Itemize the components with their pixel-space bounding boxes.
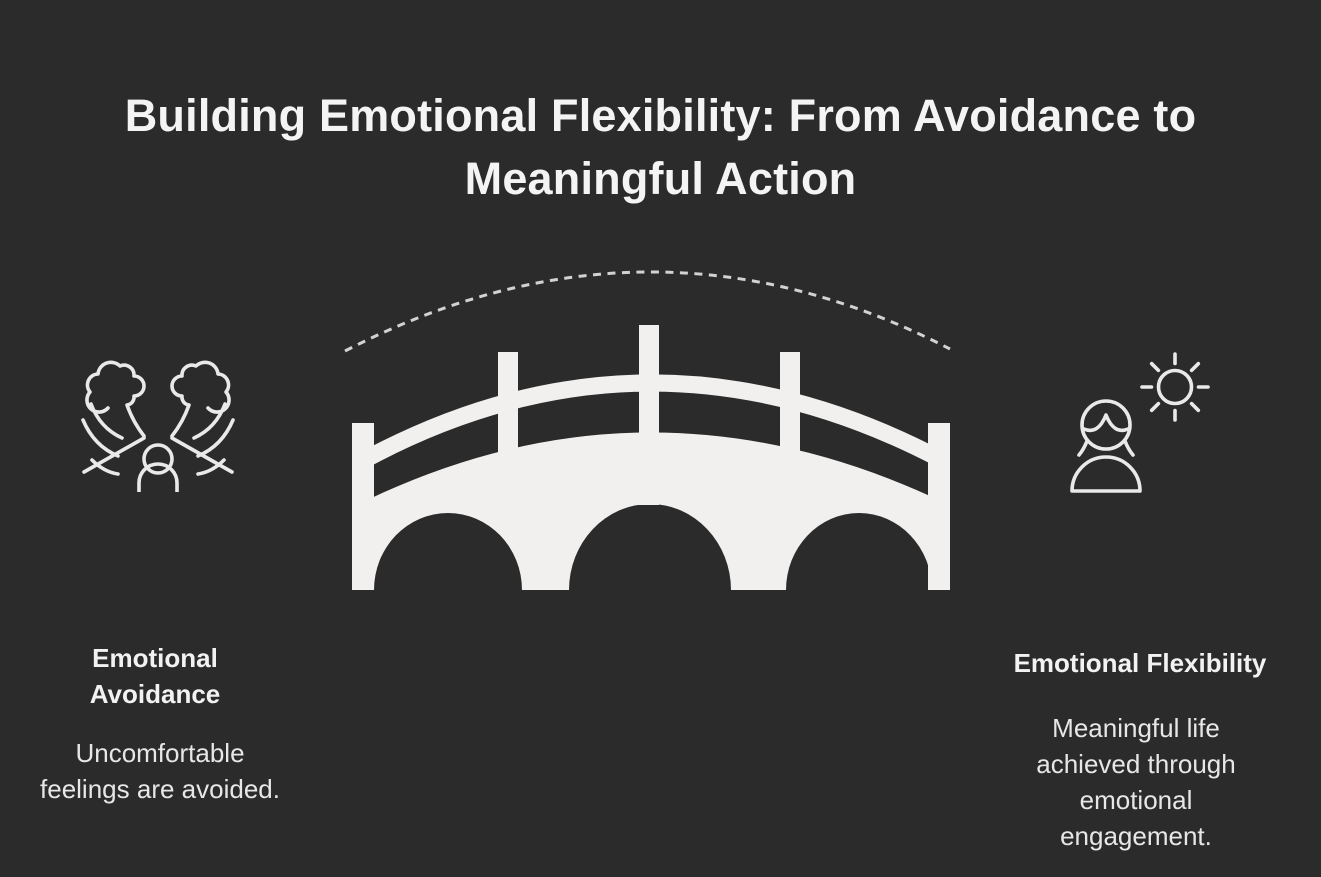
bridge-post-left-mid [498, 352, 518, 522]
right-description: Meaningful life achieved through emotion… [1036, 713, 1236, 851]
left-panel-heading-block: Emotional Avoidance [35, 640, 275, 712]
person-facing-storm-clouds-icon [81, 360, 235, 492]
bridge-silhouette [352, 325, 950, 590]
sun-icon [1140, 352, 1210, 422]
dashed-arc-path [344, 270, 951, 353]
bridge-post-right-mid [780, 352, 800, 522]
storm-cloud-right-icon [170, 360, 235, 476]
right-panel-description-block: Meaningful life achieved through emotion… [1021, 710, 1251, 854]
left-description: Uncomfortable feelings are avoided. [40, 738, 280, 804]
page-title: Building Emotional Flexibility: From Avo… [124, 90, 1197, 204]
person-figure-icon [137, 443, 179, 492]
woman-figure-icon [1070, 399, 1142, 493]
bridge-post-left-end [352, 423, 374, 590]
right-panel-heading-block: Emotional Flexibility [960, 645, 1320, 681]
left-heading: Emotional Avoidance [89, 643, 221, 709]
bridge-post-right-end [928, 423, 950, 590]
storm-cloud-left-icon [81, 360, 146, 476]
bridge-post-center [639, 325, 659, 505]
left-panel-description-block: Uncomfortable feelings are avoided. [35, 735, 285, 807]
person-with-sun-icon [1070, 352, 1210, 493]
right-heading: Emotional Flexibility [1013, 648, 1267, 678]
bridge-icon [344, 270, 951, 590]
